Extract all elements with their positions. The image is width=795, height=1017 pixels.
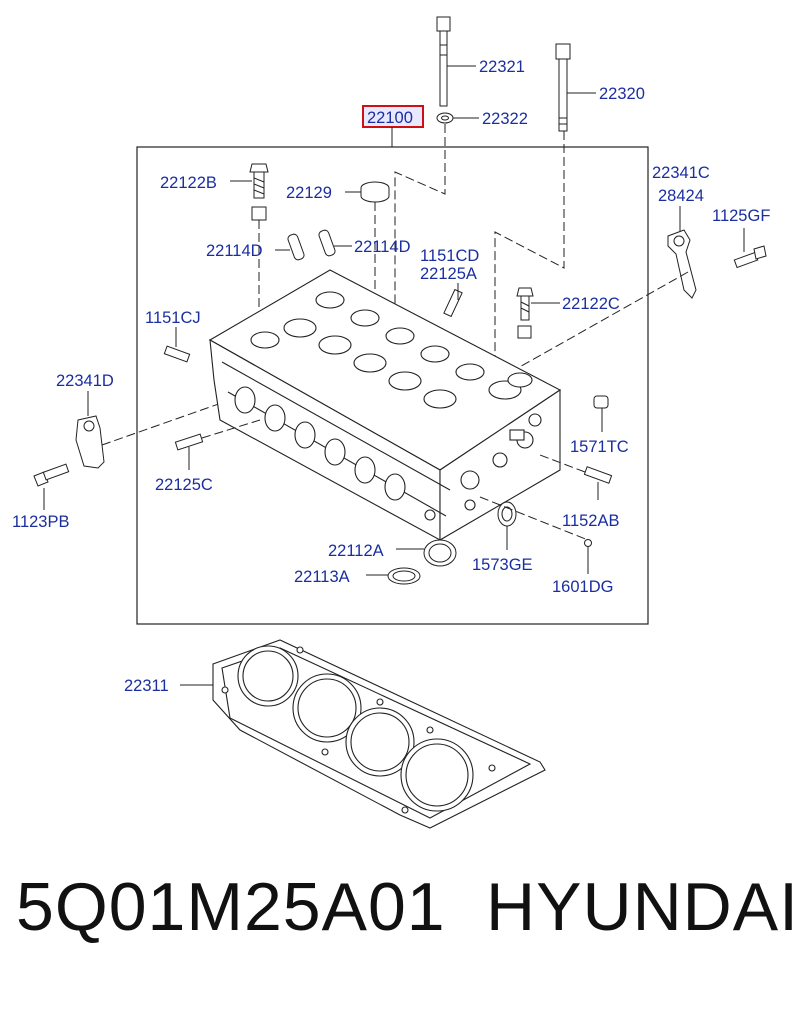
label-1151CD: 1151CD: [420, 247, 479, 265]
gasket-22112A: [423, 539, 457, 567]
label-22113A: 22113A: [294, 568, 350, 586]
dowel-22114D-left: [287, 233, 305, 261]
stud-1152AB: [583, 466, 613, 484]
label-22114D-left: 22114D: [206, 242, 263, 260]
label-1573GE: 1573GE: [472, 556, 533, 574]
label-22114D-right: 22114D: [354, 238, 411, 256]
label-22341C: 22341C: [652, 164, 710, 182]
cylinder-head-22100: [208, 269, 562, 541]
label-22341D: 22341D: [56, 372, 114, 390]
label-22321: 22321: [479, 58, 525, 76]
label-1123PB: 1123PB: [12, 513, 70, 531]
label-22122B: 22122B: [160, 174, 217, 192]
dowel-22114D-right: [318, 229, 336, 257]
label-1601DG: 1601DG: [552, 578, 613, 596]
plug-1601DG: [584, 539, 592, 547]
engine-hanger-22341D: [75, 415, 105, 469]
plug-1571TC: [593, 395, 609, 409]
bolt-22122B: [249, 163, 269, 221]
label-22122C: 22122C: [562, 295, 620, 313]
highlight-box: [362, 105, 424, 128]
parts-diagram: 22100 22321 22320 22322 22122B: [12, 16, 770, 829]
label-22125A: 22125A: [420, 265, 477, 283]
brand-name: HYUNDAI: [486, 869, 795, 945]
label-1571TC: 1571TC: [570, 438, 629, 456]
label-22129: 22129: [286, 184, 332, 202]
washer-22322: [436, 112, 454, 124]
label-1152AB: 1152AB: [562, 512, 620, 530]
stud-22125C: [174, 433, 204, 451]
label-1125GF: 1125GF: [712, 207, 770, 225]
label-28424: 28424: [658, 187, 704, 205]
head-gasket-22311: [212, 639, 546, 829]
label-22322: 22322: [482, 110, 528, 128]
label-22100: 22100: [367, 109, 413, 127]
gasket-22113A: [387, 567, 421, 585]
label-22125C: 22125C: [155, 476, 213, 494]
part-22100-callout[interactable]: 22100: [362, 105, 424, 147]
bolt-1125GF: [733, 245, 767, 269]
engine-hanger-22341C: [667, 229, 697, 299]
footer: 5Q01M25A01 HYUNDAI: [0, 868, 795, 988]
label-22112A: 22112A: [328, 542, 384, 560]
part-number: 5Q01M25A01: [16, 869, 446, 945]
label-22320: 22320: [599, 85, 645, 103]
plug-22129: [360, 181, 390, 203]
label-1151CJ: 1151CJ: [145, 309, 201, 327]
bolt-22122C: [516, 287, 534, 339]
stud-1151CJ: [163, 345, 191, 363]
seal-1573GE: [497, 501, 517, 527]
bolt-1123PB: [33, 463, 70, 487]
head-bolt-22321: [436, 16, 451, 107]
label-22311: 22311: [124, 677, 169, 695]
head-bolt-22320: [555, 43, 571, 132]
stud-22125A: [443, 288, 463, 318]
